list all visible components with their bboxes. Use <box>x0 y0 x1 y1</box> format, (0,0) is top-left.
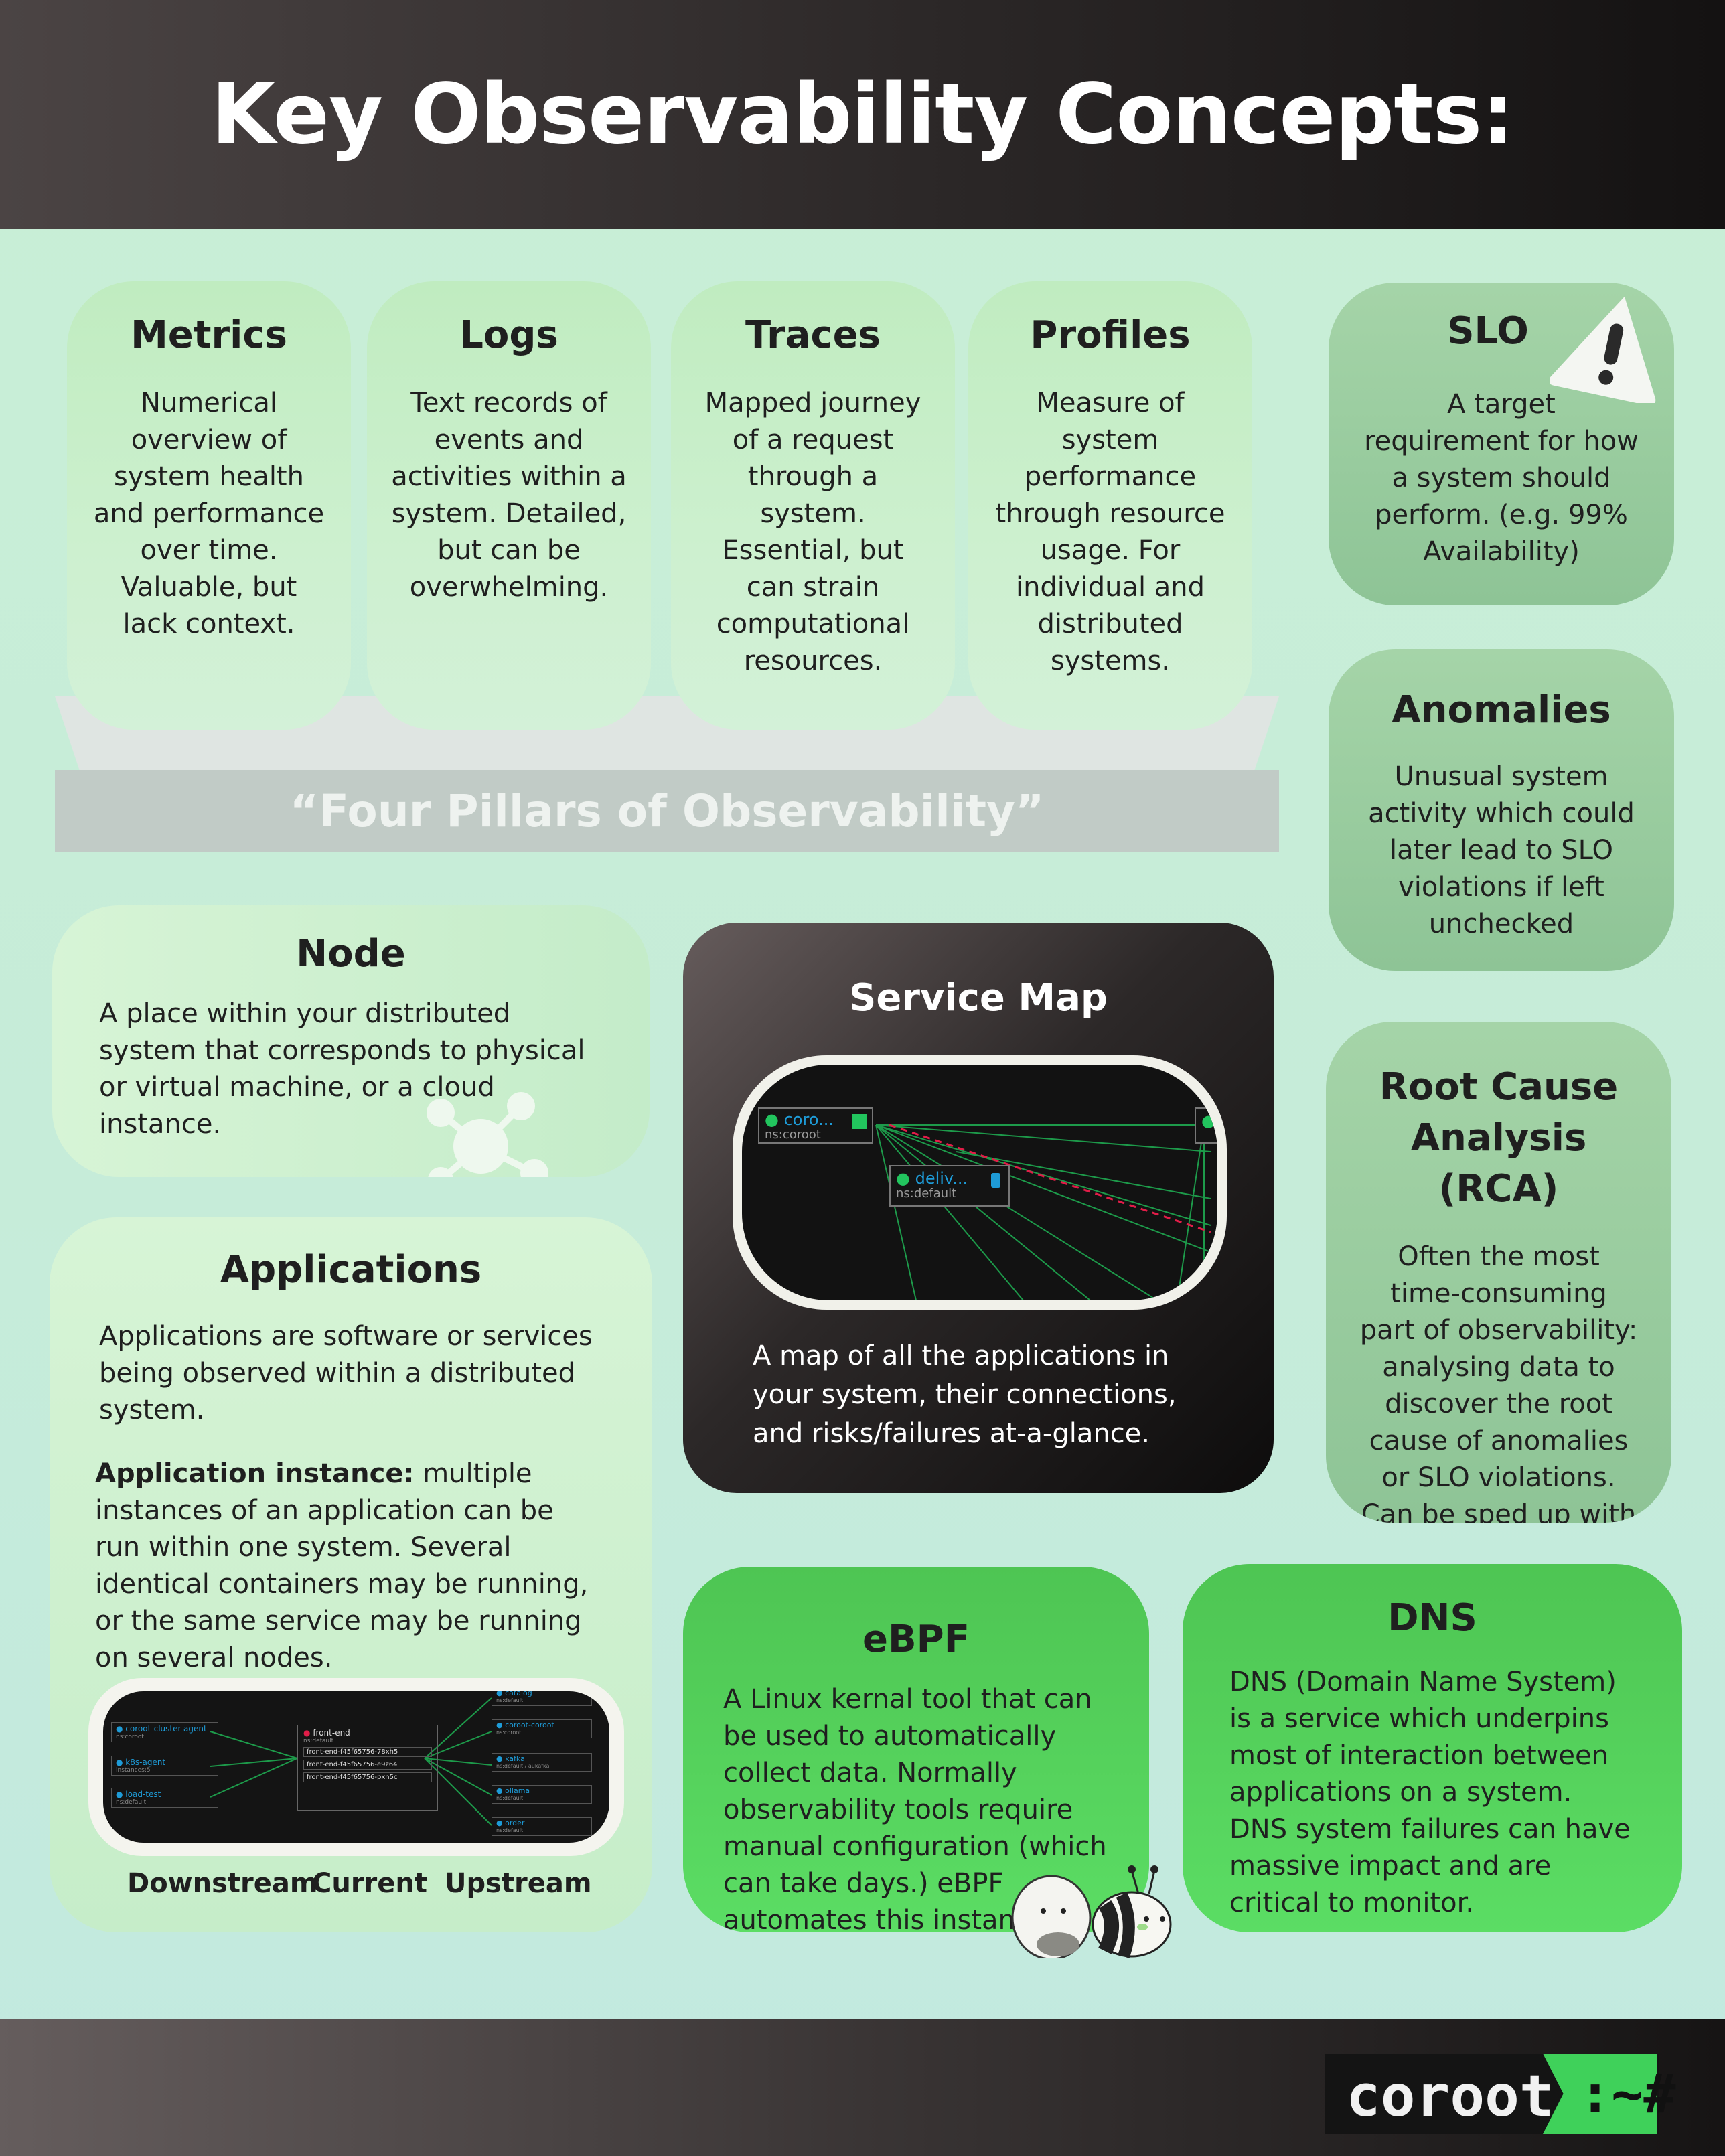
logo-wordmark: coroot <box>1346 2063 1554 2130</box>
card-text: A place within your distributed system t… <box>99 998 585 1140</box>
pillars-platform: “Four Pillars of Observability” <box>55 770 1279 852</box>
node-name: coroot-coroot <box>505 1721 554 1729</box>
instance-text: Application instance: multiple instances… <box>95 1456 603 1677</box>
card-slo: SLO A target requirement for how a syste… <box>1329 283 1674 605</box>
card-title: SLO <box>1447 309 1529 353</box>
service-node-offscreen[interactable]: ● <box>1195 1107 1217 1144</box>
card-text: Often the most time-consuming part of ob… <box>1359 1241 1638 1523</box>
pillar-profiles: Profiles Measure of system performance t… <box>968 281 1252 730</box>
card-node: Node A place within your distributed sys… <box>52 905 650 1177</box>
database-icon <box>991 1173 1000 1188</box>
card-text: Unusual system activity which could late… <box>1368 761 1635 939</box>
instance-connections <box>210 1697 492 1826</box>
node-name: catalog <box>505 1691 532 1697</box>
service-node[interactable]: ● deliv... ns:default <box>889 1165 1010 1207</box>
header-banner: Key Observability Concepts: <box>0 0 1725 229</box>
instance-row[interactable]: front-end-f45f65756-pxn5c <box>303 1772 432 1782</box>
node-namespace: ns:default <box>116 1799 147 1806</box>
service-map-edges <box>875 1124 1211 1300</box>
node-namespace: instances:5 <box>116 1767 151 1774</box>
node-name: kafka <box>505 1754 525 1763</box>
instance-row[interactable]: front-end-f45f65756-e9z64 <box>303 1760 432 1770</box>
card-title: Applications <box>220 1248 482 1292</box>
pillar-text: Mapped journey of a request through a sy… <box>704 388 921 676</box>
node-network-icon <box>427 1092 548 1177</box>
status-dot-icon: ● <box>765 1110 779 1129</box>
pillar-text: Measure of system performance through re… <box>995 388 1225 676</box>
pillar-title: Traces <box>745 313 881 357</box>
service-map-canvas: ● coro... ns:coroot ● deliv... ns:defaul… <box>742 1065 1217 1300</box>
card-text: A map of all the applications in your sy… <box>753 1340 1177 1449</box>
flow-label-downstream: Downstream <box>127 1868 318 1899</box>
node-namespace: ns:default / aukafka <box>496 1763 550 1769</box>
error-dot-icon: ● <box>303 1728 311 1738</box>
pillar-title: Metrics <box>131 313 287 357</box>
instance-description: multiple instances of an application can… <box>95 1458 589 1673</box>
flow-label-upstream: Upstream <box>445 1868 592 1899</box>
card-text: A target requirement for how a system sh… <box>1364 389 1639 567</box>
card-rca: Root Cause Analysis (RCA) Often the most… <box>1326 1022 1671 1523</box>
node-name: front-end <box>313 1728 350 1738</box>
status-dot-icon: ● <box>896 1169 910 1188</box>
card-title: Anomalies <box>1392 688 1611 732</box>
service-map-frame: ● coro... ns:coroot ● deliv... ns:defaul… <box>733 1055 1227 1310</box>
card-title: eBPF <box>862 1618 970 1661</box>
platform-label: “Four Pillars of Observability” <box>289 785 1045 837</box>
node-namespace: ns:default <box>896 1186 957 1201</box>
logo-prompt: :~# <box>1579 2063 1676 2125</box>
node-name: load-test <box>125 1790 161 1799</box>
node-namespace: ns:default <box>496 1795 524 1801</box>
instance-row[interactable]: front-end-f45f65756-78xh5 <box>303 1747 432 1757</box>
node-namespace: ns:coroot <box>116 1734 144 1740</box>
card-text: DNS (Domain Name System) is a service wh… <box>1229 1667 1631 1918</box>
card-title: Node <box>296 932 406 976</box>
page-title: Key Observability Concepts: <box>211 66 1515 163</box>
current-node[interactable]: ● front-end ns:default front-end-f45f657… <box>297 1725 438 1811</box>
node-namespace: ns:default <box>303 1738 334 1744</box>
warning-icon <box>1550 296 1656 403</box>
pillar-title: Logs <box>459 313 558 357</box>
node-namespace: ns:coroot <box>496 1729 522 1736</box>
pillar-logs: Logs Text records of events and activiti… <box>367 281 651 730</box>
card-service-map: Service Map ● c <box>683 923 1274 1493</box>
pillar-title: Profiles <box>1030 313 1191 357</box>
node-namespace: ns:default <box>496 1827 524 1833</box>
pillar-text: Numerical overview of system health and … <box>93 388 325 639</box>
pillar-text: Text records of events and activities wi… <box>391 388 627 603</box>
pillar-metrics: Metrics Numerical overview of system hea… <box>67 281 351 730</box>
node-name: deliv... <box>915 1169 968 1188</box>
card-title: DNS <box>1388 1596 1477 1640</box>
node-name: order <box>505 1819 525 1827</box>
coroot-logo: coroot :~# <box>1325 2054 1676 2134</box>
node-name: coroot-cluster-agent <box>125 1724 207 1734</box>
card-dns: DNS DNS (Domain Name System) is a servic… <box>1183 1564 1682 1932</box>
card-ebpf: eBPF A Linux kernal tool that can be use… <box>683 1567 1149 1932</box>
node-namespace: ns:default <box>496 1697 524 1703</box>
card-text: A Linux kernal tool that can be used to … <box>723 1684 1107 1932</box>
node-name: ollama <box>505 1786 530 1795</box>
instance-label: Application instance: <box>95 1458 415 1489</box>
node-name: coro... <box>783 1110 834 1129</box>
mascot-illustration <box>1011 1865 1172 1958</box>
service-node[interactable]: ● coro... ns:coroot <box>758 1107 873 1144</box>
flow-label-current: Current <box>312 1868 428 1899</box>
card-title: Root Cause Analysis (RCA) <box>1379 1065 1619 1211</box>
node-name: k8s-agent <box>125 1758 166 1767</box>
status-badge-icon <box>852 1114 867 1129</box>
node-namespace: ns:coroot <box>765 1128 821 1142</box>
card-title: Service Map <box>849 976 1108 1020</box>
pillar-traces: Traces Mapped journey of a request throu… <box>671 281 955 730</box>
card-anomalies: Anomalies Unusual system activity which … <box>1329 649 1674 971</box>
card-text: Applications are software or services be… <box>99 1321 593 1426</box>
